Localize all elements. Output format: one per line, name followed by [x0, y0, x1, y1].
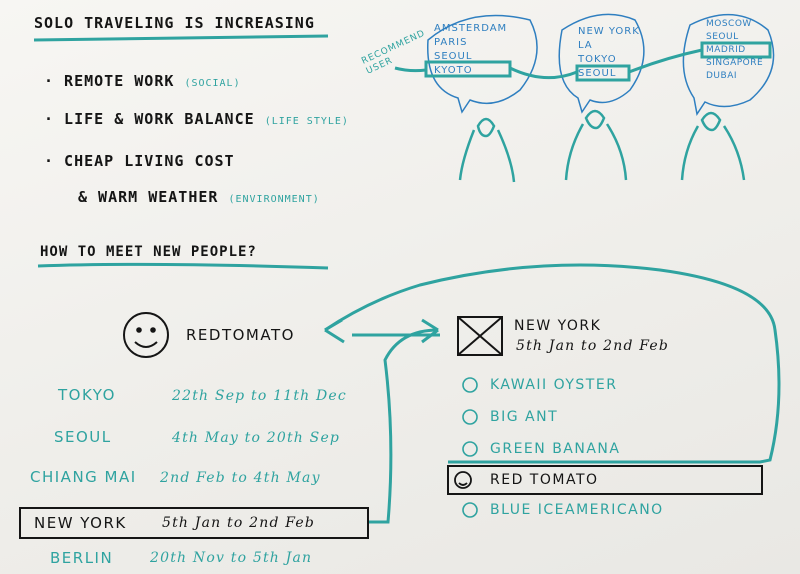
bubble-city: SEOUL [706, 32, 739, 42]
trip-city: CHIANG MAI [30, 468, 137, 486]
page-title: SOLO TRAVELING IS INCREASING [34, 14, 315, 32]
trip-dates-selected[interactable]: 5th Jan to 2nd Feb [162, 515, 316, 531]
loop-arrow [324, 263, 781, 464]
question-underline [37, 262, 329, 270]
member-name-selected[interactable]: RED TOMATO [490, 472, 599, 488]
bullet-text: & WARM WEATHER [78, 188, 219, 206]
seoul-link [394, 41, 772, 82]
bullet-2: · LIFE & WORK BALANCE (LIFE STYLE) [44, 110, 349, 128]
bubble-city: SEOUL [434, 51, 473, 62]
person-3 [680, 111, 746, 181]
trip-city: SEOUL [54, 428, 112, 446]
bubble-city: NEW YORK [578, 26, 640, 37]
bullet-tag: (ENVIRONMENT) [228, 194, 320, 205]
bubble-city: SINGAPORE [706, 58, 764, 68]
trip-dates: 22th Sep to 11th Dec [172, 388, 347, 404]
trip-city-selected[interactable]: NEW YORK [34, 514, 127, 532]
smiley-icon [123, 312, 169, 358]
bullet-text: · LIFE & WORK BALANCE [44, 110, 255, 128]
connector-arrow [352, 318, 440, 524]
trip-city: TOKYO [58, 386, 116, 404]
member-name[interactable]: BLUE ICEAMERICANO [490, 502, 664, 518]
bubble-1 [427, 14, 538, 114]
bubble-city: DUBAI [706, 71, 738, 81]
bubble-3 [682, 14, 775, 116]
person-1 [458, 117, 516, 183]
question-heading: HOW TO MEET NEW PEOPLE? [40, 244, 257, 260]
member-name[interactable]: KAWAII OYSTER [490, 377, 618, 393]
bubble-2 [558, 13, 645, 114]
group-city: NEW YORK [514, 318, 602, 334]
bubble-1-cities: AMSTERDAM PARIS SEOUL KYOTO [434, 22, 507, 78]
bullet-text: · REMOTE WORK [44, 72, 175, 90]
member-name[interactable]: GREEN BANANA [490, 441, 621, 457]
bubble-city: MOSCOW [706, 19, 752, 29]
bubble-city: SEOUL [578, 68, 617, 79]
trip-city: BERLIN [50, 549, 114, 567]
bubble-city: LA [578, 40, 593, 51]
bullet-4: & WARM WEATHER (ENVIRONMENT) [78, 188, 320, 206]
bullet-text: · CHEAP LIVING COST [44, 152, 235, 170]
bullet-tag: (LIFE STYLE) [264, 116, 349, 127]
member-smiley-icons [462, 377, 478, 518]
bullet-1: · REMOTE WORK (SOCIAL) [44, 72, 241, 90]
bubble-city: KYOTO [434, 65, 473, 76]
trip-dates: 20th Nov to 5th Jan [150, 550, 313, 566]
bubble-2-cities: NEW YORK LA TOKYO SEOUL [578, 25, 640, 81]
trip-dates: 2nd Feb to 4th May [160, 470, 321, 486]
bullet-3: · CHEAP LIVING COST [44, 152, 235, 170]
person-2 [564, 109, 628, 181]
bubble-city: PARIS [434, 37, 468, 48]
group-dates: 5th Jan to 2nd Feb [516, 338, 670, 354]
redtomato-smiley-icon [454, 471, 472, 489]
bubble-city: TOKYO [578, 54, 617, 65]
title-underline [33, 34, 329, 42]
bullet-tag: (SOCIAL) [184, 78, 241, 89]
member-name[interactable]: BIG ANT [490, 409, 559, 425]
newyork-trip-highlight [19, 507, 369, 539]
bubble-3-cities: MOSCOW SEOUL MADRID SINGAPORE DUBAI [706, 18, 763, 83]
bubble-city: AMSTERDAM [434, 23, 508, 34]
trip-dates: 4th May to 20th Sep [172, 430, 341, 446]
profile-username: REDTOMATO [186, 326, 295, 344]
redtomato-member-highlight [447, 465, 763, 495]
bubble-city: MADRID [706, 45, 746, 55]
image-placeholder-icon [457, 316, 503, 356]
